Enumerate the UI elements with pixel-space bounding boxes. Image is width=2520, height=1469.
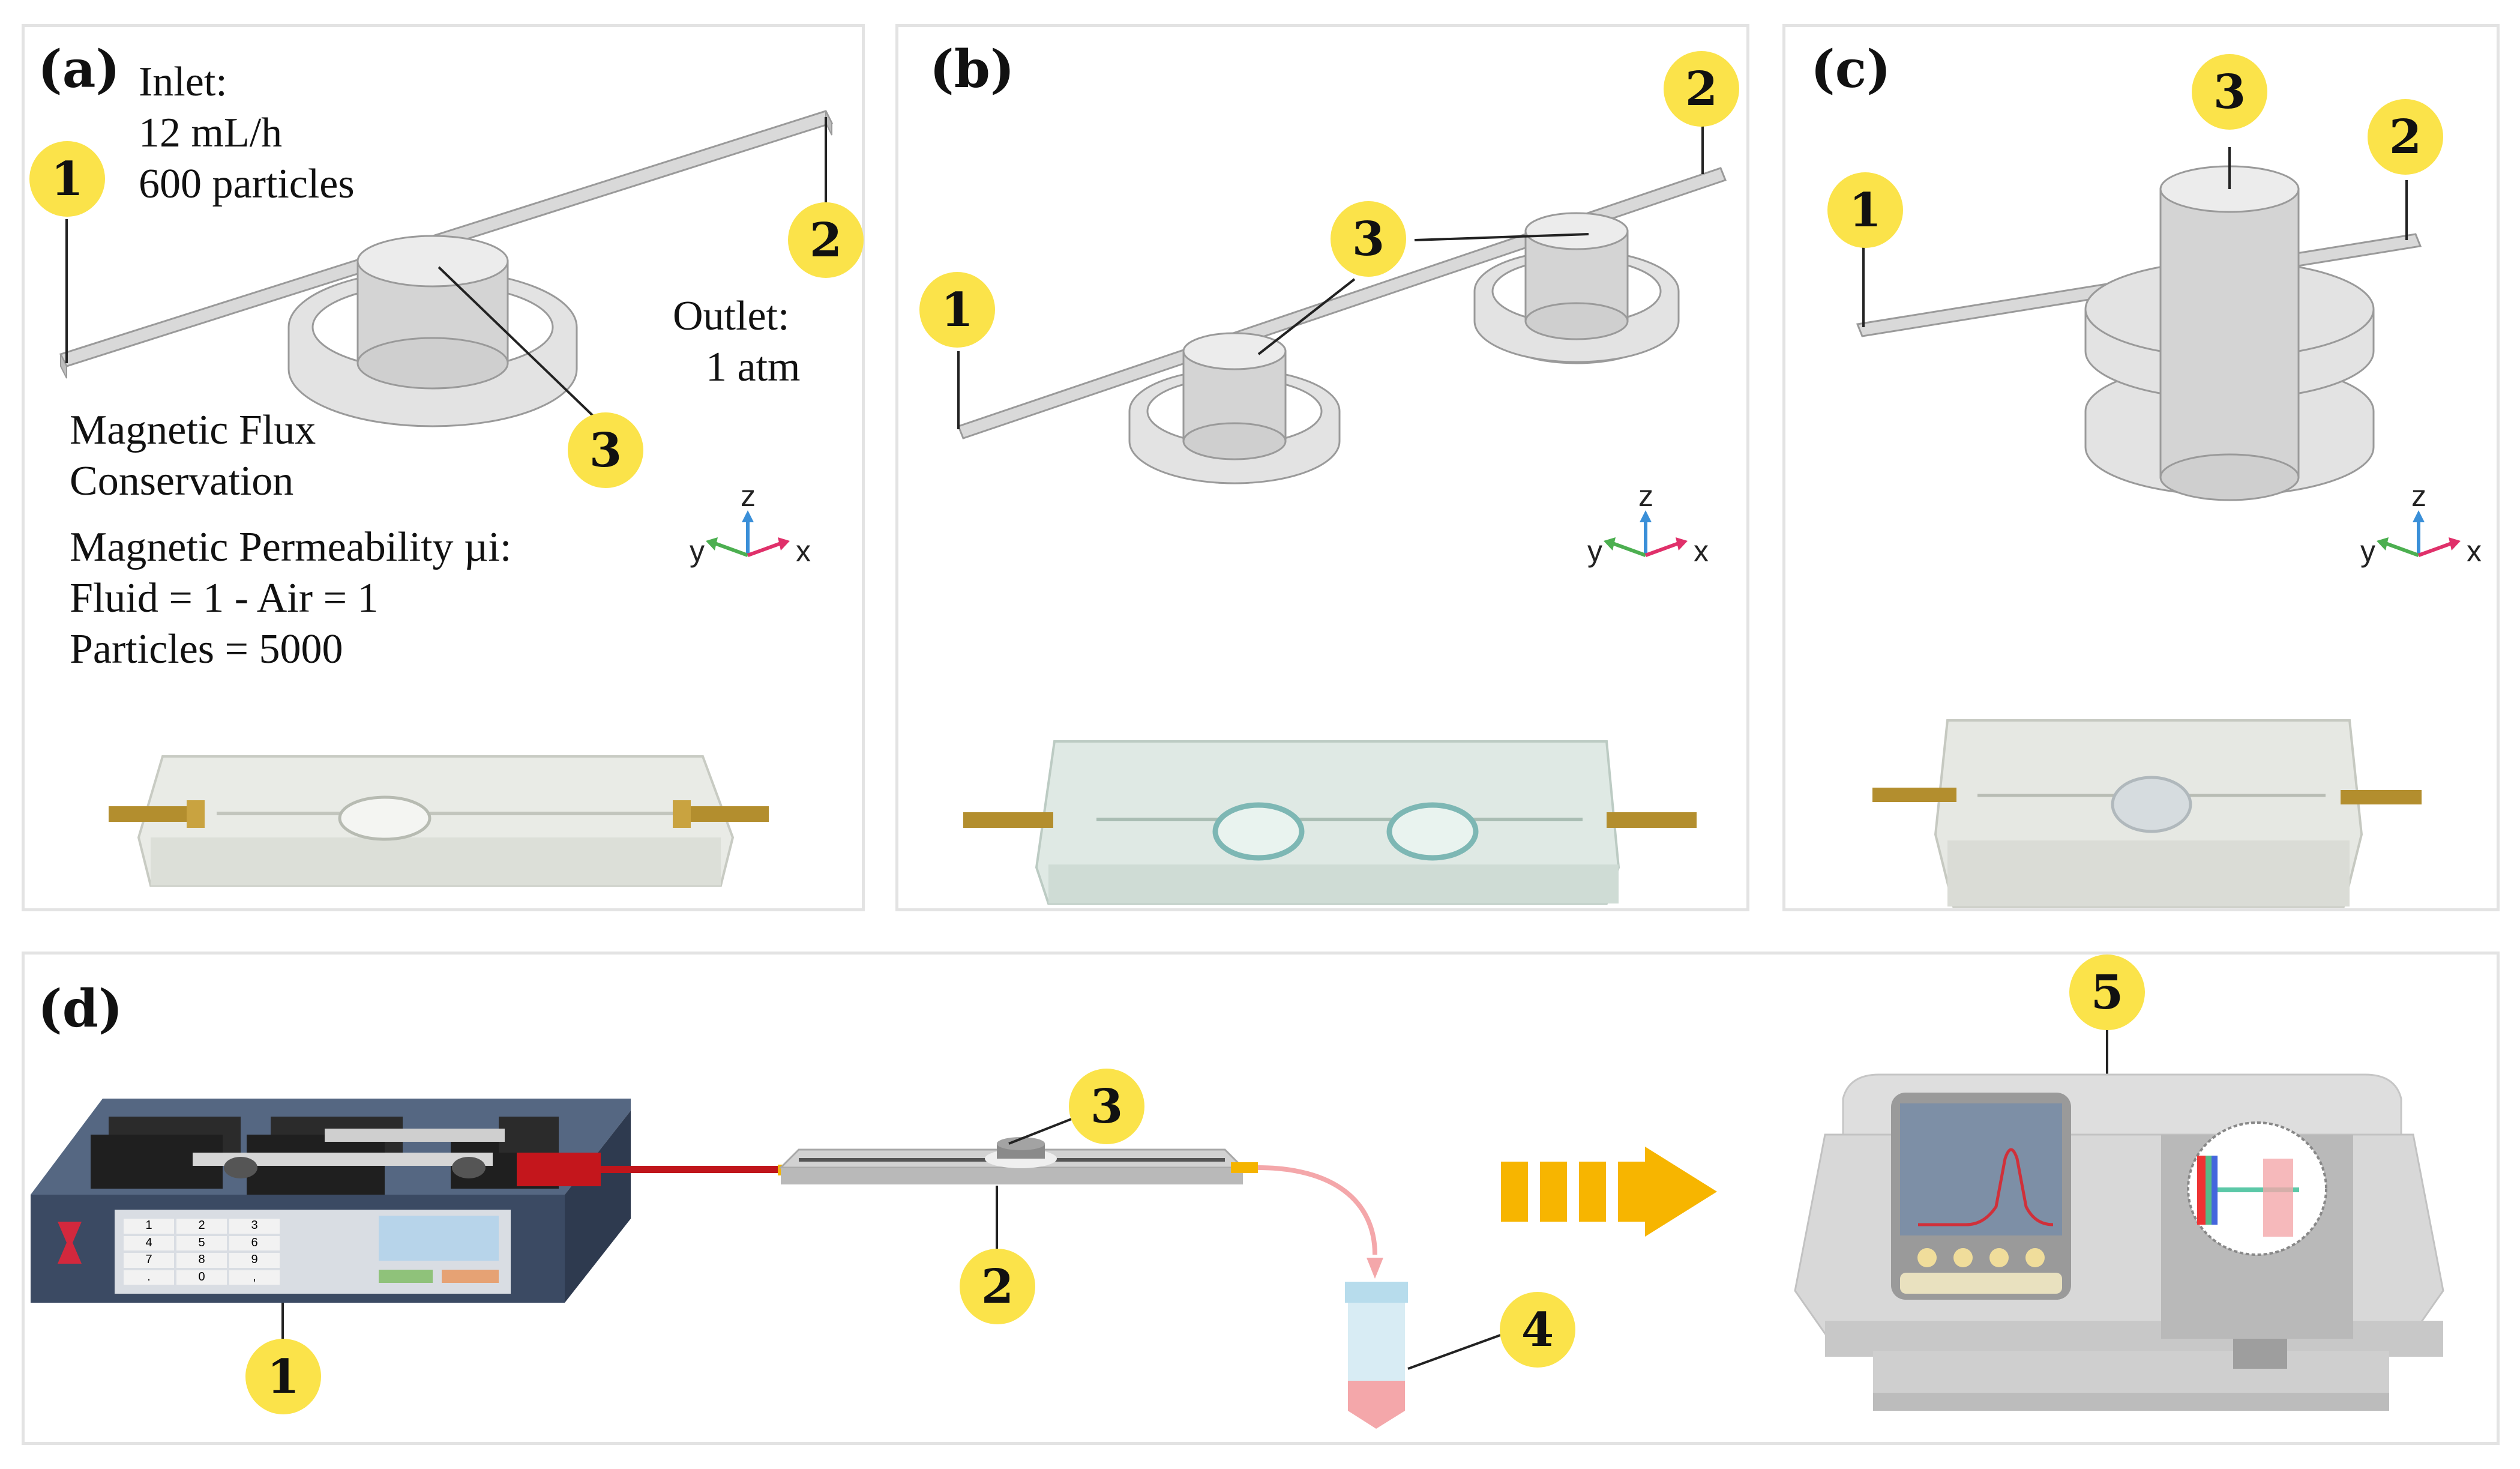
- keypad-key[interactable]: 0: [176, 1270, 227, 1285]
- marker-c-3: 3: [2192, 54, 2267, 130]
- marker-b-1: 1: [919, 272, 995, 348]
- flow-arrow: [1501, 1147, 1717, 1237]
- axis-triad-a: z y x: [690, 479, 811, 568]
- flux-line-2: Conservation: [70, 458, 294, 504]
- panel-d-label: (d): [38, 979, 123, 1039]
- dual-magnet-model: z y x: [957, 126, 1727, 568]
- axis-z-label: z: [2411, 479, 2426, 513]
- keypad-key[interactable]: 1: [124, 1219, 174, 1234]
- panel-b: (b) z y x 1 2 3: [895, 24, 1749, 911]
- marker-d-3: 3: [1069, 1069, 1144, 1144]
- marker-d-2: 2: [960, 1249, 1035, 1324]
- axis-y-label: y: [2360, 534, 2375, 568]
- pump-keypad: 1 2 3 4 5 6 7 8 9 . 0 ,: [124, 1219, 280, 1285]
- panel-b-label: (b): [930, 39, 1015, 100]
- inlet-flow: 12 mL/h: [139, 110, 283, 156]
- keypad-key[interactable]: ,: [229, 1270, 280, 1285]
- keypad-key[interactable]: 3: [229, 1219, 280, 1234]
- permeability-particles: Particles = 5000: [70, 626, 343, 672]
- keypad-key[interactable]: 9: [229, 1253, 280, 1268]
- inlet-title: Inlet:: [139, 59, 227, 105]
- marker-b-3: 3: [1331, 201, 1406, 277]
- marker-c-1: 1: [1827, 172, 1903, 248]
- inlet-particles: 600 particles: [139, 161, 355, 207]
- marker-c-2: 2: [2368, 99, 2443, 175]
- syringe-pump: [31, 1099, 631, 1303]
- marker-a-3: 3: [568, 412, 643, 488]
- keypad-key[interactable]: 4: [124, 1235, 174, 1250]
- device-photo-b: [963, 740, 1697, 905]
- panel-a-label: (a): [38, 39, 121, 100]
- device-photo-a: [109, 755, 769, 887]
- axis-x-label: x: [796, 534, 811, 568]
- flux-line-1: Magnetic Flux: [70, 407, 316, 453]
- keypad-key[interactable]: 7: [124, 1253, 174, 1268]
- keypad-key[interactable]: 2: [176, 1219, 227, 1234]
- marker-a-1: 1: [29, 141, 105, 217]
- panel-c: (c) z y x 1 2 3: [1782, 24, 2500, 911]
- keypad-key[interactable]: 6: [229, 1235, 280, 1250]
- keypad-key[interactable]: 8: [176, 1253, 227, 1268]
- axis-z-label: z: [741, 479, 756, 513]
- spectrophotometer: [1794, 1073, 2444, 1411]
- axis-x-label: x: [2467, 534, 2482, 568]
- marker-d-1: 1: [245, 1339, 321, 1414]
- single-magnet-model: z y x: [59, 110, 834, 568]
- axis-y-label: y: [690, 534, 705, 568]
- axis-triad-c: z y x: [2360, 479, 2482, 568]
- panel-d: (d): [22, 952, 2500, 1445]
- permeability-fluid-air: Fluid = 1 - Air = 1: [70, 575, 379, 621]
- axis-x-label: x: [1694, 534, 1709, 568]
- microfluidic-chip: [778, 1137, 1245, 1184]
- axis-y-label: y: [1587, 534, 1602, 568]
- stacked-magnet-model: z y x: [1856, 147, 2482, 568]
- marker-b-2: 2: [1664, 51, 1739, 127]
- panel-c-label: (c): [1811, 39, 1891, 100]
- keypad-key[interactable]: .: [124, 1270, 174, 1285]
- marker-a-2: 2: [788, 202, 864, 278]
- axis-triad-b: z y x: [1587, 479, 1709, 568]
- panel-a: (a) Inlet: 12 mL/h 600 particles Outlet:…: [22, 24, 865, 911]
- marker-d-4: 4: [1500, 1292, 1575, 1368]
- device-photo-c: [1872, 719, 2422, 908]
- outlet-value: 1 atm: [706, 344, 801, 390]
- permeability-title: Magnetic Permeability µi:: [70, 524, 512, 570]
- keypad-key[interactable]: 5: [176, 1235, 227, 1250]
- marker-d-5: 5: [2069, 955, 2145, 1030]
- collection-tube: [1345, 1282, 1408, 1429]
- outlet-title: Outlet:: [673, 293, 790, 339]
- workflow-diagram: [31, 1030, 2444, 1429]
- axis-z-label: z: [1638, 479, 1653, 513]
